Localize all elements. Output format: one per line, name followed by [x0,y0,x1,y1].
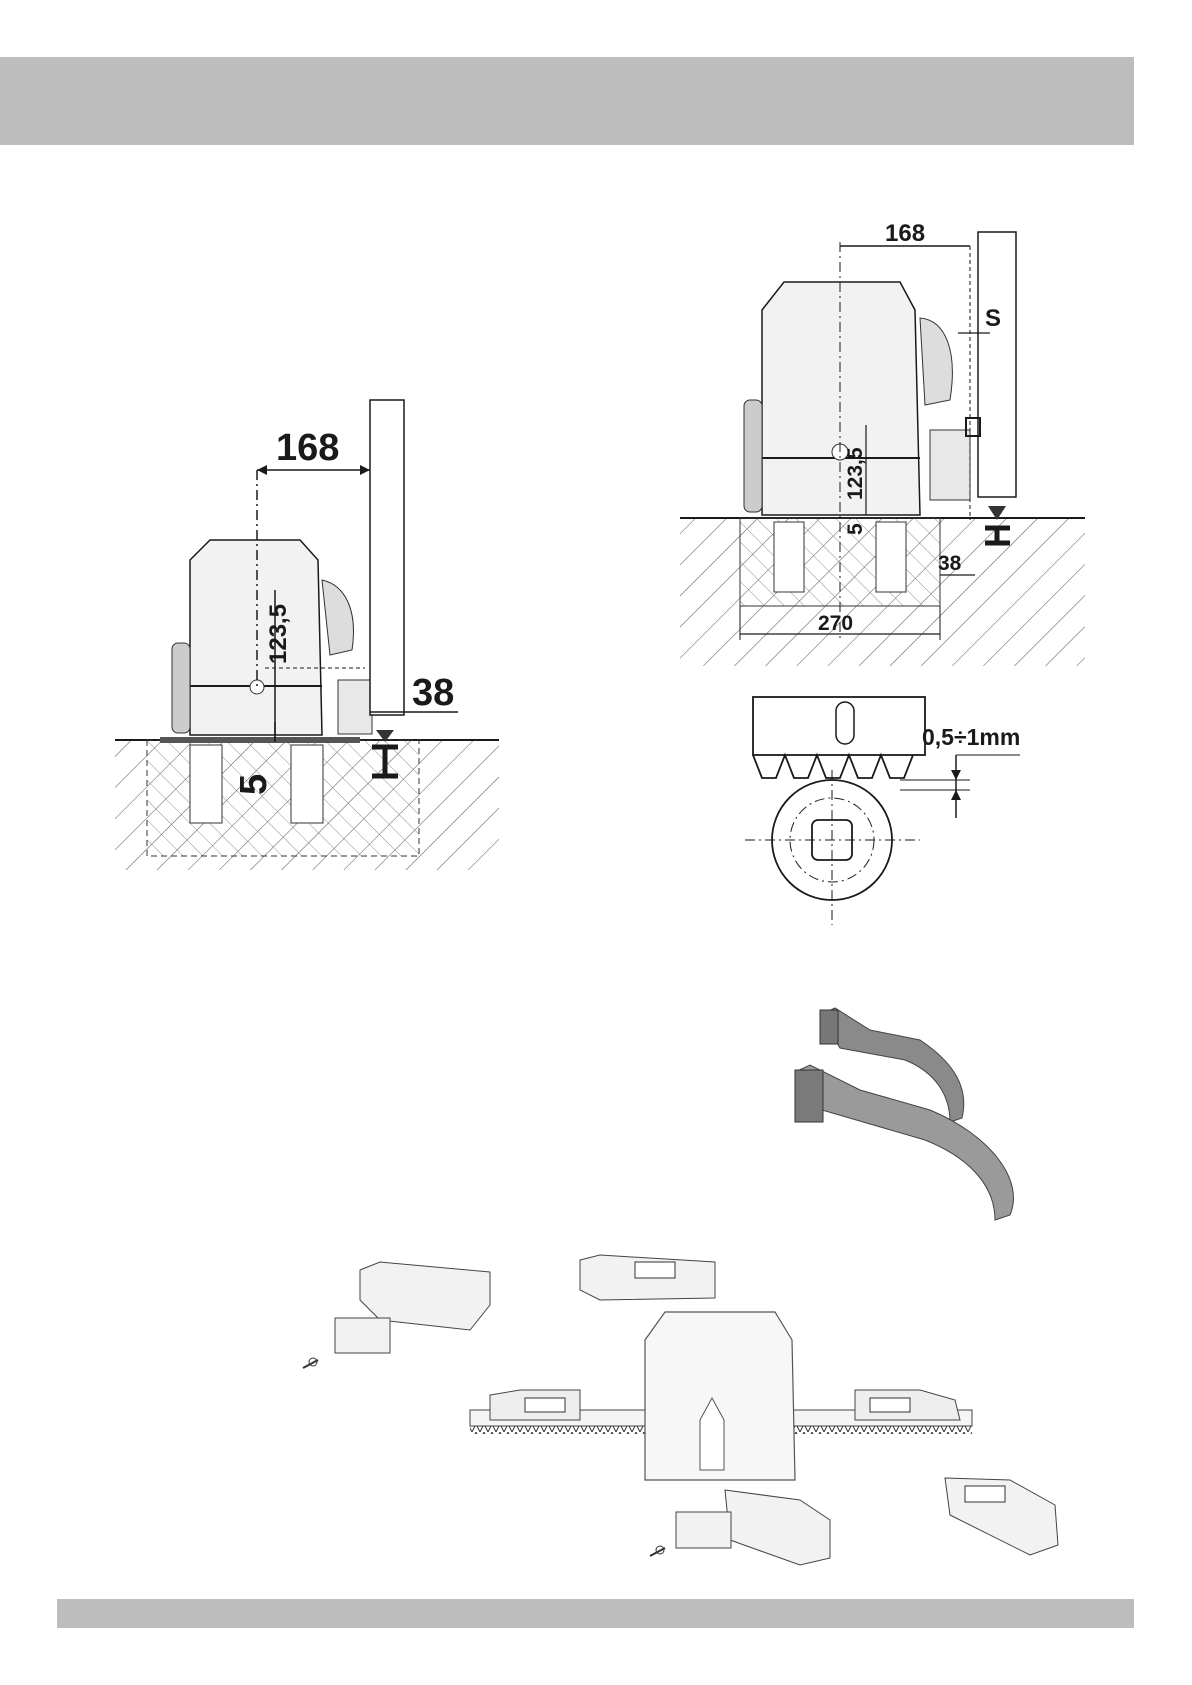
motor-housing [762,282,920,515]
bracket-exploded-bottom-center [725,1490,830,1565]
dim-label-5: 5 [233,774,275,795]
figure-rack-pinion-detail: 0,5÷1mm [745,697,1020,925]
foundation [147,740,419,856]
dim-label-38: 38 [938,552,962,575]
dim-label-168: 168 [276,427,339,469]
anchor-post [774,522,804,592]
dim-label-s: S [985,305,1001,332]
motor-fins [172,643,190,733]
gear-housing [338,680,372,734]
limit-plate-bottom-center [676,1512,731,1548]
dim-label-gap: 0,5÷1mm [922,724,1020,750]
anchor-post [876,522,906,592]
limit-plate-top-left [335,1318,390,1353]
limit-switch-assembly [303,1255,1058,1565]
figure-left-motor-side-view: 168 123,5 38 5 [115,400,499,870]
anchor-post [190,745,222,823]
gate-post [978,232,1016,497]
motor-housing [190,540,322,735]
dim-label-168: 168 [885,220,925,247]
base-plate [160,737,360,743]
release-handles-image [795,1008,1013,1220]
figure-right-motor-section-view: 168 S 123,5 5 38 270 [680,220,1085,666]
anchor-post [291,745,323,823]
release-handle-large [795,1065,1013,1220]
dim-label-123-5: 123,5 [844,447,867,500]
motor-fins [744,400,762,512]
dim-label-5: 5 [844,523,867,535]
release-lever [322,580,353,655]
rack-slot [836,702,854,744]
gear-housing [930,430,970,500]
release-lever [920,318,952,405]
dim-label-38: 38 [412,672,454,714]
gate-post [370,400,404,715]
dim-label-270: 270 [818,612,853,635]
release-key [250,680,264,694]
dim-label-123-5: 123,5 [265,604,292,664]
rack-teeth [753,755,913,778]
